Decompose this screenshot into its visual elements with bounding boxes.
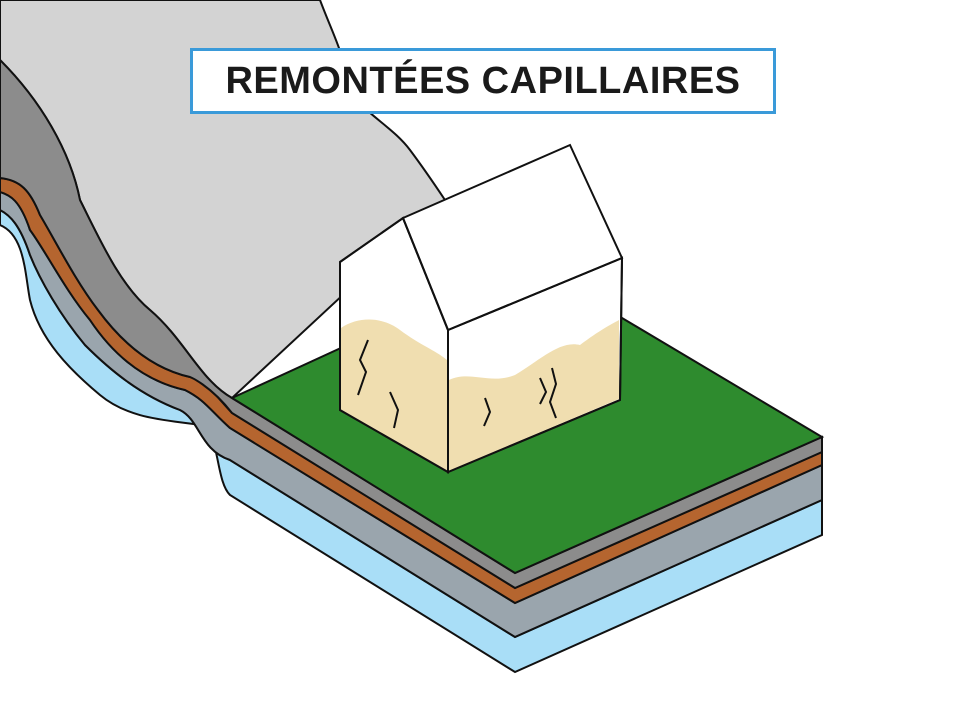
damp-stain-side (449, 320, 619, 471)
diagram-title: REMONTÉES CAPILLAIRES (225, 59, 741, 102)
asphalt-layer (0, 58, 823, 590)
wall-crack-icon (357, 339, 558, 429)
damp-stain-gable (341, 319, 447, 471)
house-side-outline (447, 256, 624, 474)
house-icon (339, 143, 624, 474)
title-box: REMONTÉES CAPILLAIRES (190, 48, 776, 114)
